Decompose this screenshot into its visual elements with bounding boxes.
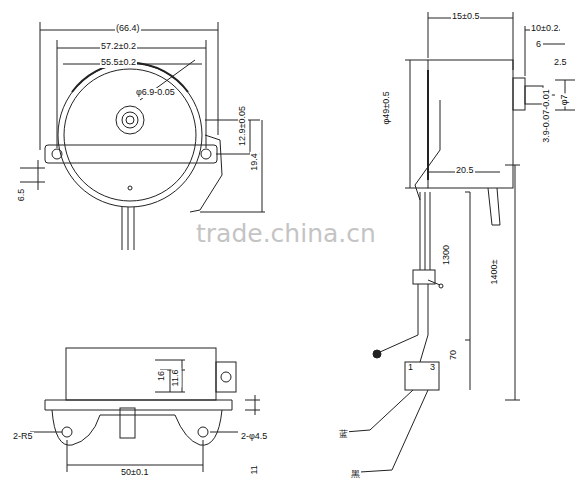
bottom-view [30, 348, 260, 472]
dimension-label: 1 [407, 363, 414, 373]
front-view [20, 22, 265, 250]
side-view [345, 12, 575, 472]
dimension-label: 19.4 [250, 152, 260, 172]
dimension-label: 黑 [350, 470, 361, 480]
dimension-label: 57.2±0.2 [100, 42, 137, 52]
dimension-label: 15±0.5 [451, 12, 480, 22]
dimension-label: 3.9-0.07-0.01 [542, 88, 552, 144]
dimension-label: 11 [250, 464, 260, 475]
dimension-label: 55.5±0.2 [100, 58, 137, 68]
dimension-label: 3 [429, 363, 436, 373]
dimension-label: 蓝 [338, 430, 349, 440]
dimension-label: 1300 [442, 244, 452, 266]
dimension-label: 20.5 [455, 166, 475, 176]
dimension-label: φ7 [560, 94, 570, 107]
watermark: trade.china.cn [195, 220, 377, 248]
dimension-label: 16 [157, 370, 167, 382]
dimension-label: (66.4) [115, 24, 141, 34]
dimension-label: φ49±0.5 [382, 90, 392, 125]
dimension-label: 6.5 [17, 188, 27, 203]
dimension-label: 12.9±0.05 [238, 105, 248, 147]
dimension-label: 2-R5 [12, 432, 34, 442]
dimension-label: 2.5 [553, 58, 568, 68]
dimension-label: 70 [449, 349, 459, 361]
dimension-label: 11.6 [171, 369, 181, 388]
dimension-label: 10±0.2 [530, 24, 559, 34]
dimension-label: 1400± [489, 259, 499, 286]
dimension-label: φ6.9-0.05 [135, 88, 176, 98]
dimension-label: 2-φ4.5 [240, 432, 268, 442]
dimension-label: 50±0.1 [120, 468, 149, 478]
dimension-label: 6 [535, 40, 542, 50]
